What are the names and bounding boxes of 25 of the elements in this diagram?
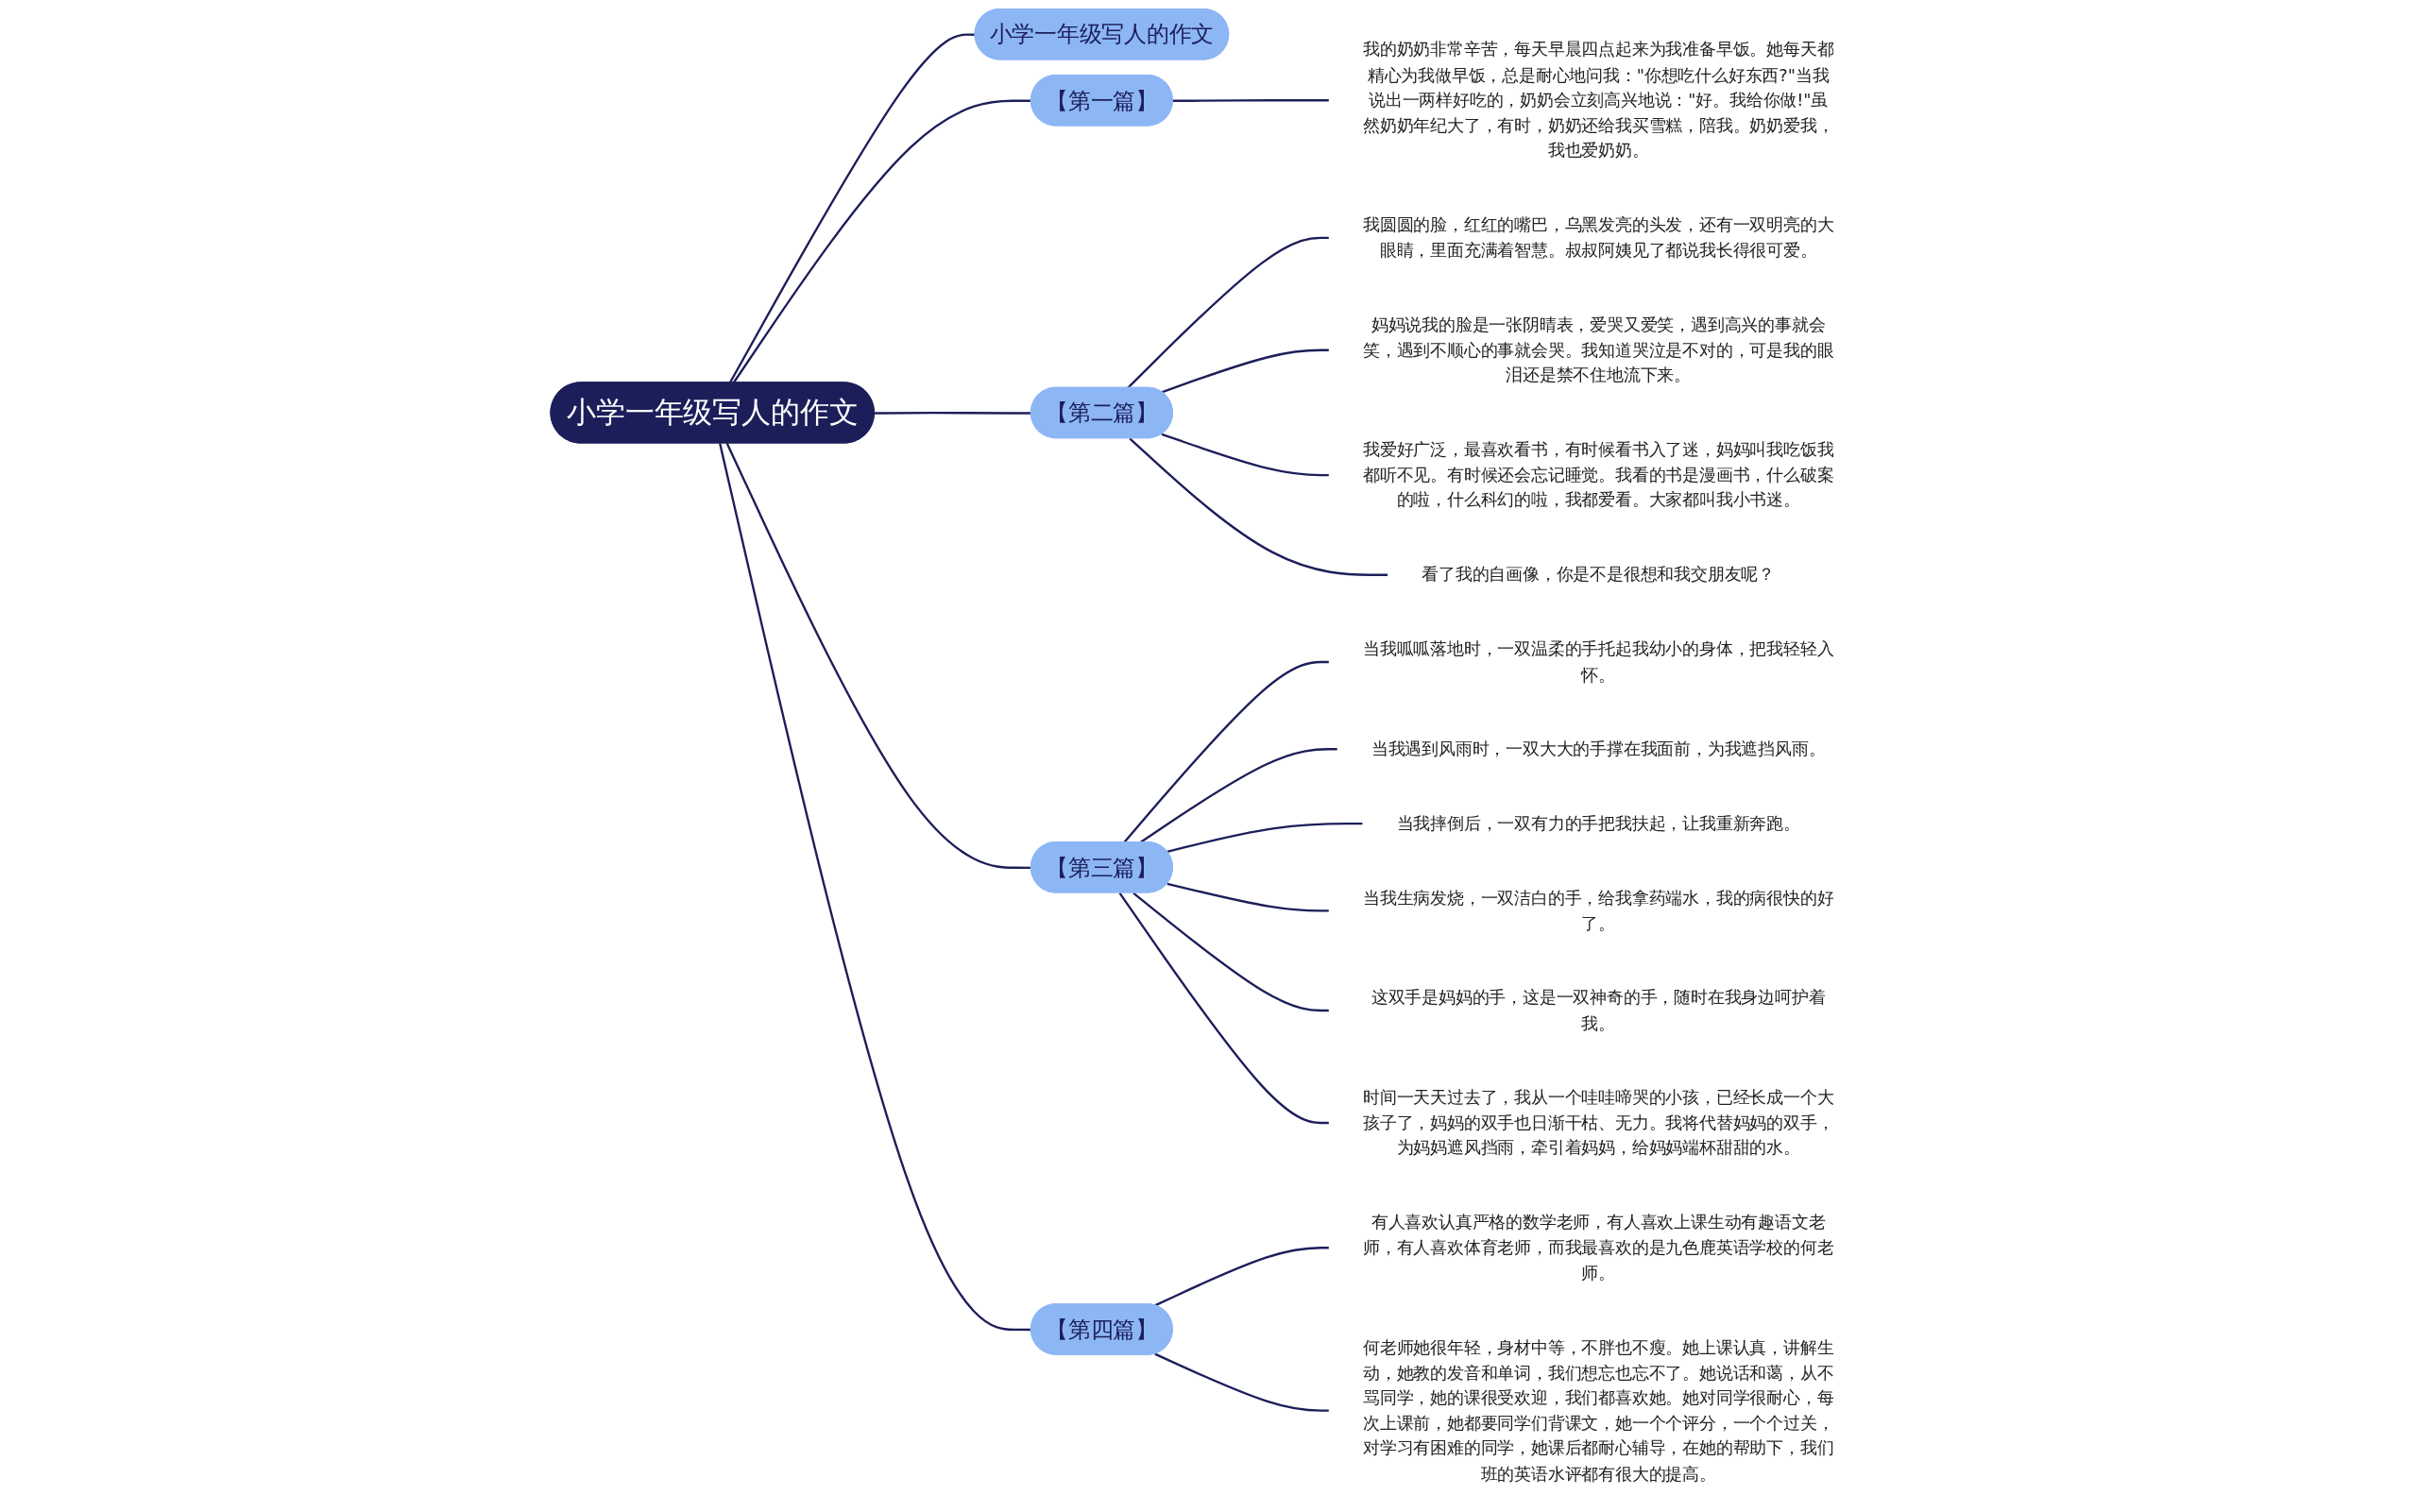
node-text: 看了我的自画像，你是不是很想和我交朋友呢？ bbox=[1422, 564, 1776, 586]
node-text: 当我呱呱落地时，一双温柔的手托起我幼小的身体，把我轻轻入怀。 bbox=[1362, 638, 1834, 685]
connector bbox=[1172, 99, 1330, 102]
node-text: 我的奶奶非常辛苦，每天早晨四点起来为我准备早饭。她每天都精心为我做早饭，总是耐心地问我："你想吃什么好东西?"当我说出一两样好吃的，奶奶会立刻高兴地说："好。我给你做!"虽然奶奶年纪大了，有时，奶奶还给我买雪糕，陪我。奶奶爱我，我也爱奶奶。 bbox=[1362, 39, 1834, 161]
node-text: 当我生病发烧，一双洁白的手，给我拿药端水，我的病很快的好了。 bbox=[1362, 888, 1834, 934]
node-text: 当我摔倒后，一双有力的手把我扶起，让我重新奔跑。 bbox=[1396, 813, 1800, 834]
node-text: 时间一天天过去了，我从一个哇哇啼哭的小孩，已经长成一个大孩子了，妈妈的双手也日渐干枯、无力。我将代替妈妈的双手，为妈妈遮风挡雨，牵引着妈妈，给妈妈端杯甜甜的水。 bbox=[1362, 1087, 1834, 1159]
connector bbox=[1132, 892, 1330, 1012]
connector bbox=[1118, 892, 1330, 1125]
connector bbox=[1161, 348, 1330, 394]
connector bbox=[1166, 882, 1330, 912]
connector bbox=[1127, 236, 1330, 389]
node-text: 有人喜欢认真严格的数学老师，有人喜欢上课生动有趣语文老师，有人喜欢体育老师，而我最喜欢的是九色鹿英语学校的何老师。 bbox=[1362, 1212, 1834, 1283]
connector bbox=[1123, 660, 1330, 843]
node-text: 何老师她很年轻，身材中等，不胖也不瘦。她上课认真，讲解生动，她教的发音和单词，我们想忘也忘不了。她说话和蔼，从不骂同学，她的课很受欢迎，我们都喜欢她。她对同学很耐心，每次上课前，她都要同学们背课文，她一个个评分，一个个过关，对学习有困难的同学，她课后都耐心辅导，在她的帮助下，我们班的英语水评都有很大的提高。 bbox=[1362, 1336, 1834, 1484]
node-text: 我圆圆的脸，红红的嘴巴，乌黑发亮的头发，还有一双明亮的大眼睛，里面充满着智慧。叔叔阿姨见了都说我长得很可爱。 bbox=[1362, 214, 1834, 261]
connector bbox=[1129, 437, 1388, 576]
connector bbox=[1166, 822, 1363, 854]
connector bbox=[1161, 433, 1330, 477]
connector bbox=[1154, 1247, 1330, 1307]
node-text: 妈妈说我的脸是一张阴晴表，爱哭又爱笑，遇到高兴的事就会笑，遇到不顺心的事就会哭。我知道哭泣是不对的，可是我的眼泪还是禁不住地流下来。 bbox=[1362, 314, 1834, 385]
node-text: 我爱好广泛，最喜欢看书，有时候看书入了迷，妈妈叫我吃饭我都听不见。有时候还会忘记睡觉。我看的书是漫画书，什么破案的啦，什么科幻的啦，我都爱看。大家都叫我小书迷。 bbox=[1362, 439, 1834, 511]
node-text: 这双手是妈妈的手，这是一双神奇的手，随时在我身边呵护着我。 bbox=[1371, 987, 1826, 1033]
node-text: 当我遇到风雨时，一双大大的手撑在我面前，为我遮挡风雨。 bbox=[1371, 739, 1826, 759]
connector bbox=[1154, 1352, 1330, 1412]
